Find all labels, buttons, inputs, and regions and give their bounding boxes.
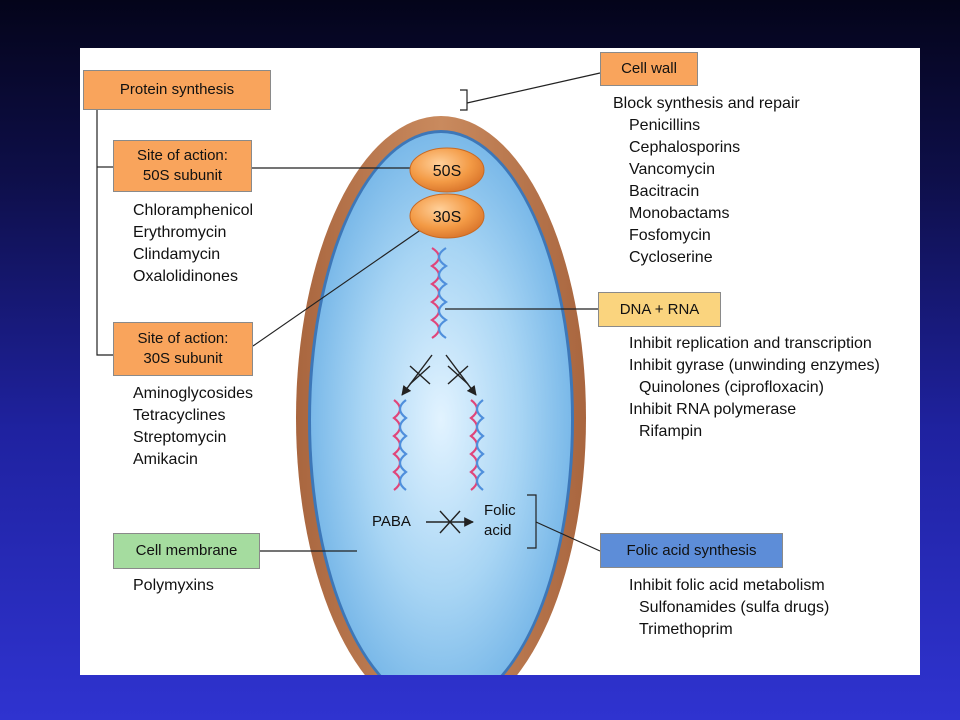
ribosome-30s-label: 30S [433,209,461,226]
list-item: Fosfomycin [629,227,711,244]
list-item: Bacitracin [629,183,700,200]
cell-membrane-box: Cell membrane [113,533,260,569]
cell-wall-box: Cell wall [600,52,698,86]
ribosome-50s-label: 50S [433,163,461,180]
drugs-membrane-list: Polymyxins [133,575,214,597]
list-item: Clindamycin [133,246,221,263]
folic-acid-synthesis-label: Folic acid synthesis [626,541,757,559]
list-item: Oxalolidinones [133,268,238,285]
paba-arrow [426,510,474,534]
site-50s-label-line1: Site of action: [137,147,228,164]
list-item: Inhibit replication and transcription [629,335,872,352]
list-item: Chloramphenicol [133,202,254,219]
folic-acid-label-line1: Folic [484,502,516,519]
list-item: Erythromycin [133,224,227,241]
list-item: Tetracyclines [133,407,226,424]
folic-acid-synthesis-box: Folic acid synthesis [600,533,783,568]
list-item: Sulfonamides (sulfa drugs) [639,599,830,616]
paba-label: PABA [372,513,411,530]
dna-helix-right [469,399,485,491]
cell-wall-label: Cell wall [621,60,677,77]
list-item: Rifampin [639,423,703,440]
drugs-30s-list: Aminoglycosides Tetracyclines Streptomyc… [133,383,253,471]
folic-acid-label: Folic acid [484,501,516,541]
bacterial-cell-diagram: 50S 30S [96,72,601,675]
site-30s-label-line2: 30S subunit [143,350,223,367]
replication-arrows [401,354,477,396]
list-item: Penicillins [629,117,701,134]
list-item: Amikacin [133,451,198,468]
site-50s-box: Site of action: 50S subunit [113,140,252,192]
drugs-50s-list: Chloramphenicol Erythromycin Clindamycin… [133,200,253,288]
list-item: Quinolones (ciprofloxacin) [639,379,824,396]
site-30s-label-line1: Site of action: [137,330,229,347]
site-50s-label-line2: 50S subunit [142,167,223,184]
protein-synthesis-label: Protein synthesis [119,81,235,98]
cell-wall-heading: Block synthesis and repair [613,95,800,112]
dna-rna-label: DNA + RNA [619,300,700,318]
protein-synthesis-box: Protein synthesis [83,70,271,110]
list-item: Monobactams [629,205,730,222]
folic-list: Inhibit folic acid metabolism Sulfonamid… [629,575,829,641]
site-30s-box: Site of action: 30S subunit [113,322,253,376]
diagram-panel: 50S 30S Protein synthesis Site of action… [80,48,920,675]
list-item: Polymyxins [133,577,214,594]
list-item: Trimethoprim [639,621,733,638]
list-item: Aminoglycosides [133,385,254,402]
ribosome-50s-icon [409,147,485,193]
drugs-cell-wall-list: Block synthesis and repair Penicillins C… [613,93,800,269]
ribosome-30s-icon [409,193,485,239]
folic-acid-label-line2: acid [484,522,512,539]
list-item: Cycloserine [629,249,713,266]
dna-helix-left [392,399,408,491]
list-item: Streptomycin [133,429,227,446]
cell-membrane-label: Cell membrane [135,542,238,559]
cytoplasm-shape [311,133,571,675]
list-item: Cephalosporins [629,139,741,156]
dna-helix-main [429,247,449,339]
list-item: Inhibit RNA polymerase [629,401,797,418]
dna-rna-box: DNA + RNA [598,292,721,327]
dna-rna-list: Inhibit replication and transcription In… [629,333,880,443]
list-item: Inhibit gyrase (unwinding enzymes) [629,357,880,374]
list-item: Vancomycin [629,161,715,178]
list-item: Inhibit folic acid metabolism [629,577,825,594]
